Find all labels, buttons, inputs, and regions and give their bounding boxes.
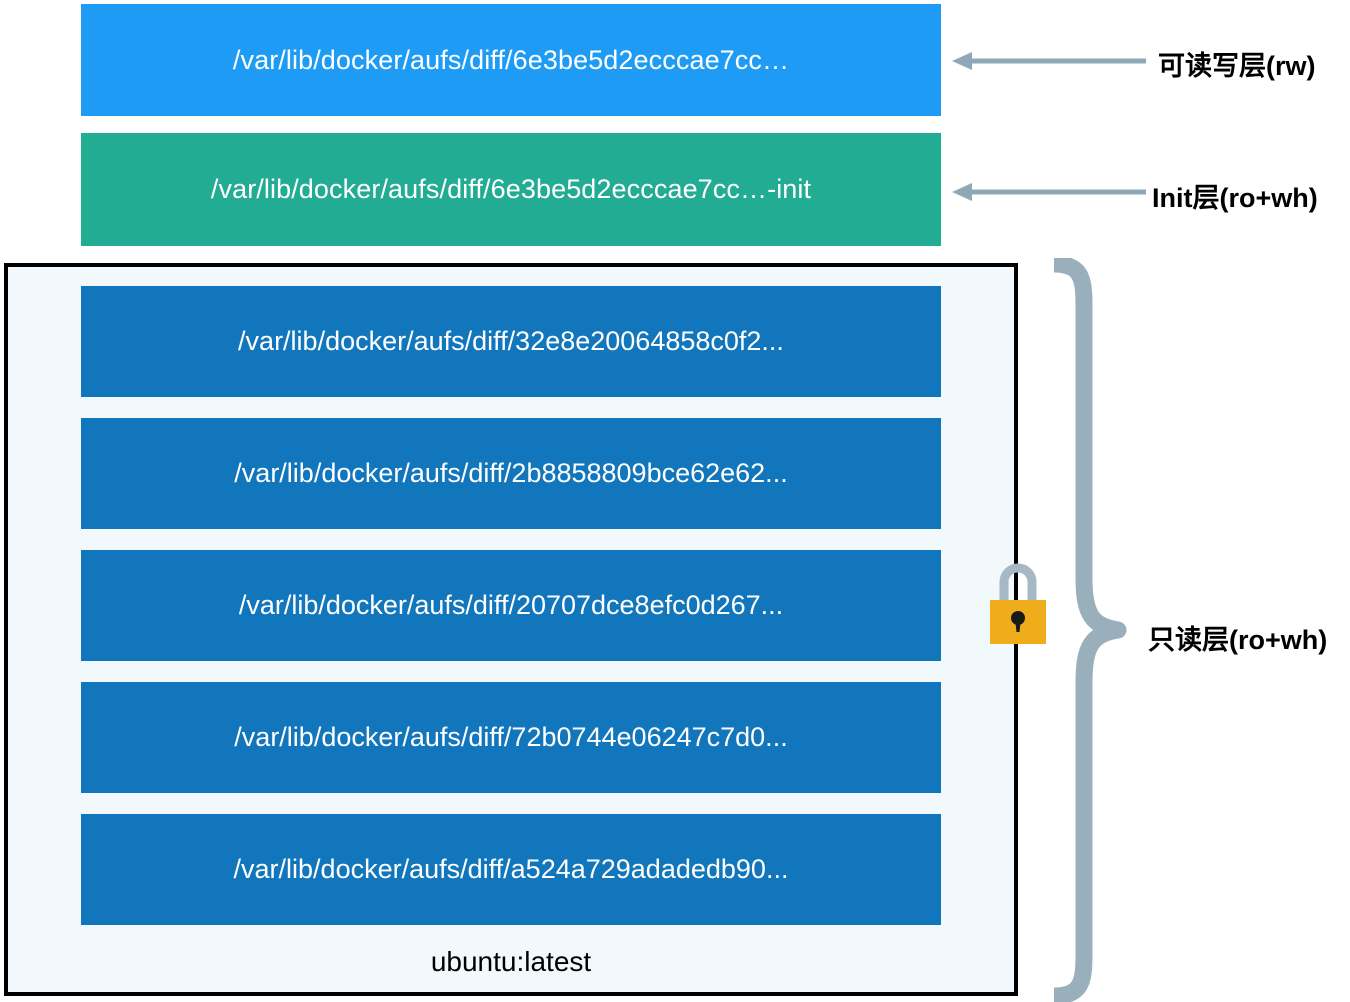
readonly-layer-5-path: /var/lib/docker/aufs/diff/a524a729adaded… (233, 854, 789, 884)
init-callout-arrow (952, 183, 1146, 201)
image-name-caption: ubuntu:latest (430, 946, 592, 977)
readonly-group-brace (1053, 258, 1127, 1002)
rw-layer-path: /var/lib/docker/aufs/diff/6e3be5d2ecccae… (232, 44, 790, 75)
readonly-layer-4: /var/lib/docker/aufs/diff/72b0744e06247c… (81, 682, 941, 793)
readonly-callout-label: 只读层(ro+wh) (1148, 625, 1328, 655)
readonly-layer-1-path: /var/lib/docker/aufs/diff/32e8e20064858c… (238, 326, 784, 356)
readonly-layer-1: /var/lib/docker/aufs/diff/32e8e20064858c… (81, 286, 941, 397)
init-callout-label: Init层(ro+wh) (1152, 183, 1318, 213)
readonly-layer-4-path: /var/lib/docker/aufs/diff/72b0744e06247c… (234, 722, 788, 752)
readonly-layer-3: /var/lib/docker/aufs/diff/20707dce8efc0d… (81, 550, 941, 661)
readonly-layer-3-path: /var/lib/docker/aufs/diff/20707dce8efc0d… (238, 590, 784, 620)
readonly-layer-5: /var/lib/docker/aufs/diff/a524a729adaded… (81, 814, 941, 925)
init-layer-path: /var/lib/docker/aufs/diff/6e3be5d2ecccae… (210, 174, 812, 204)
init-layer-box: /var/lib/docker/aufs/diff/6e3be5d2ecccae… (81, 133, 941, 246)
rw-callout-label: 可读写层(rw) (1158, 51, 1316, 81)
rw-callout-arrow (952, 52, 1146, 70)
rw-layer-box: /var/lib/docker/aufs/diff/6e3be5d2ecccae… (81, 4, 941, 116)
lock-icon (990, 563, 1046, 644)
readonly-layer-2-path: /var/lib/docker/aufs/diff/2b8858809bce62… (234, 458, 788, 488)
readonly-layer-2: /var/lib/docker/aufs/diff/2b8858809bce62… (81, 418, 941, 529)
